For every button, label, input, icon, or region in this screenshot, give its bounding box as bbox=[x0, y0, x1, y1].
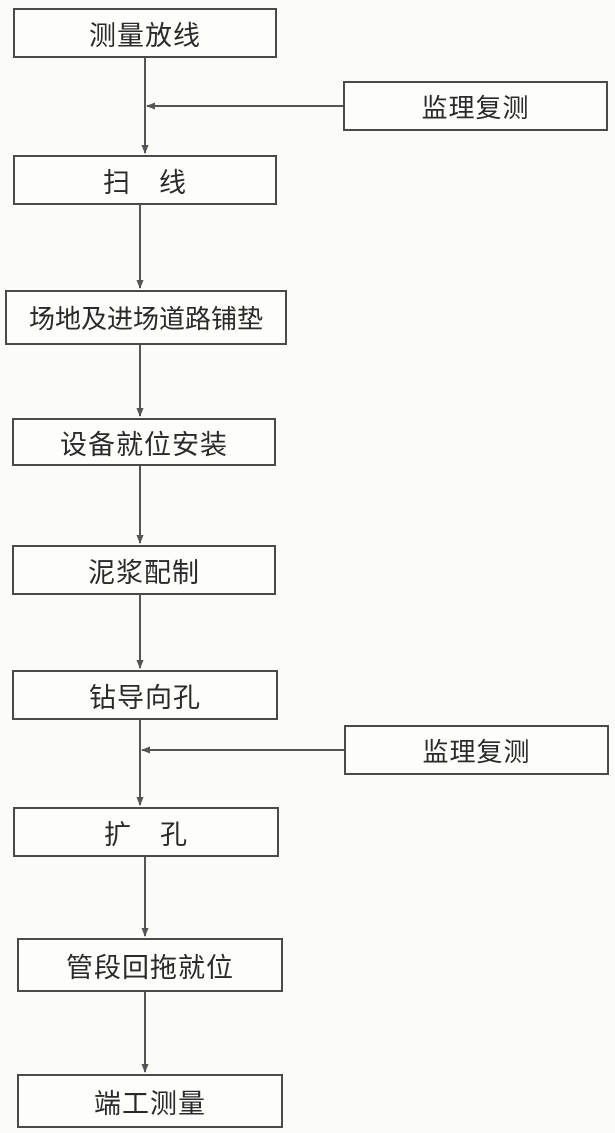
supervision-recheck-box-2: 监理复测 bbox=[344, 725, 609, 775]
step-mud-preparation: 泥浆配制 bbox=[12, 545, 276, 595]
step-survey-layout: 测量放线 bbox=[13, 8, 277, 58]
step-site-access-road: 场地及进场道路铺垫 bbox=[5, 290, 287, 345]
step-pilot-hole-drilling: 钻导向孔 bbox=[12, 670, 278, 720]
step-pipe-pullback: 管段回拖就位 bbox=[17, 938, 283, 992]
step-reaming: 扩 孔 bbox=[13, 807, 279, 857]
step-equipment-install: 设备就位安装 bbox=[12, 418, 276, 466]
step-end-survey: 端工测量 bbox=[17, 1074, 283, 1128]
step-route-clearing: 扫 线 bbox=[13, 155, 277, 205]
supervision-recheck-box-1: 监理复测 bbox=[343, 81, 608, 131]
